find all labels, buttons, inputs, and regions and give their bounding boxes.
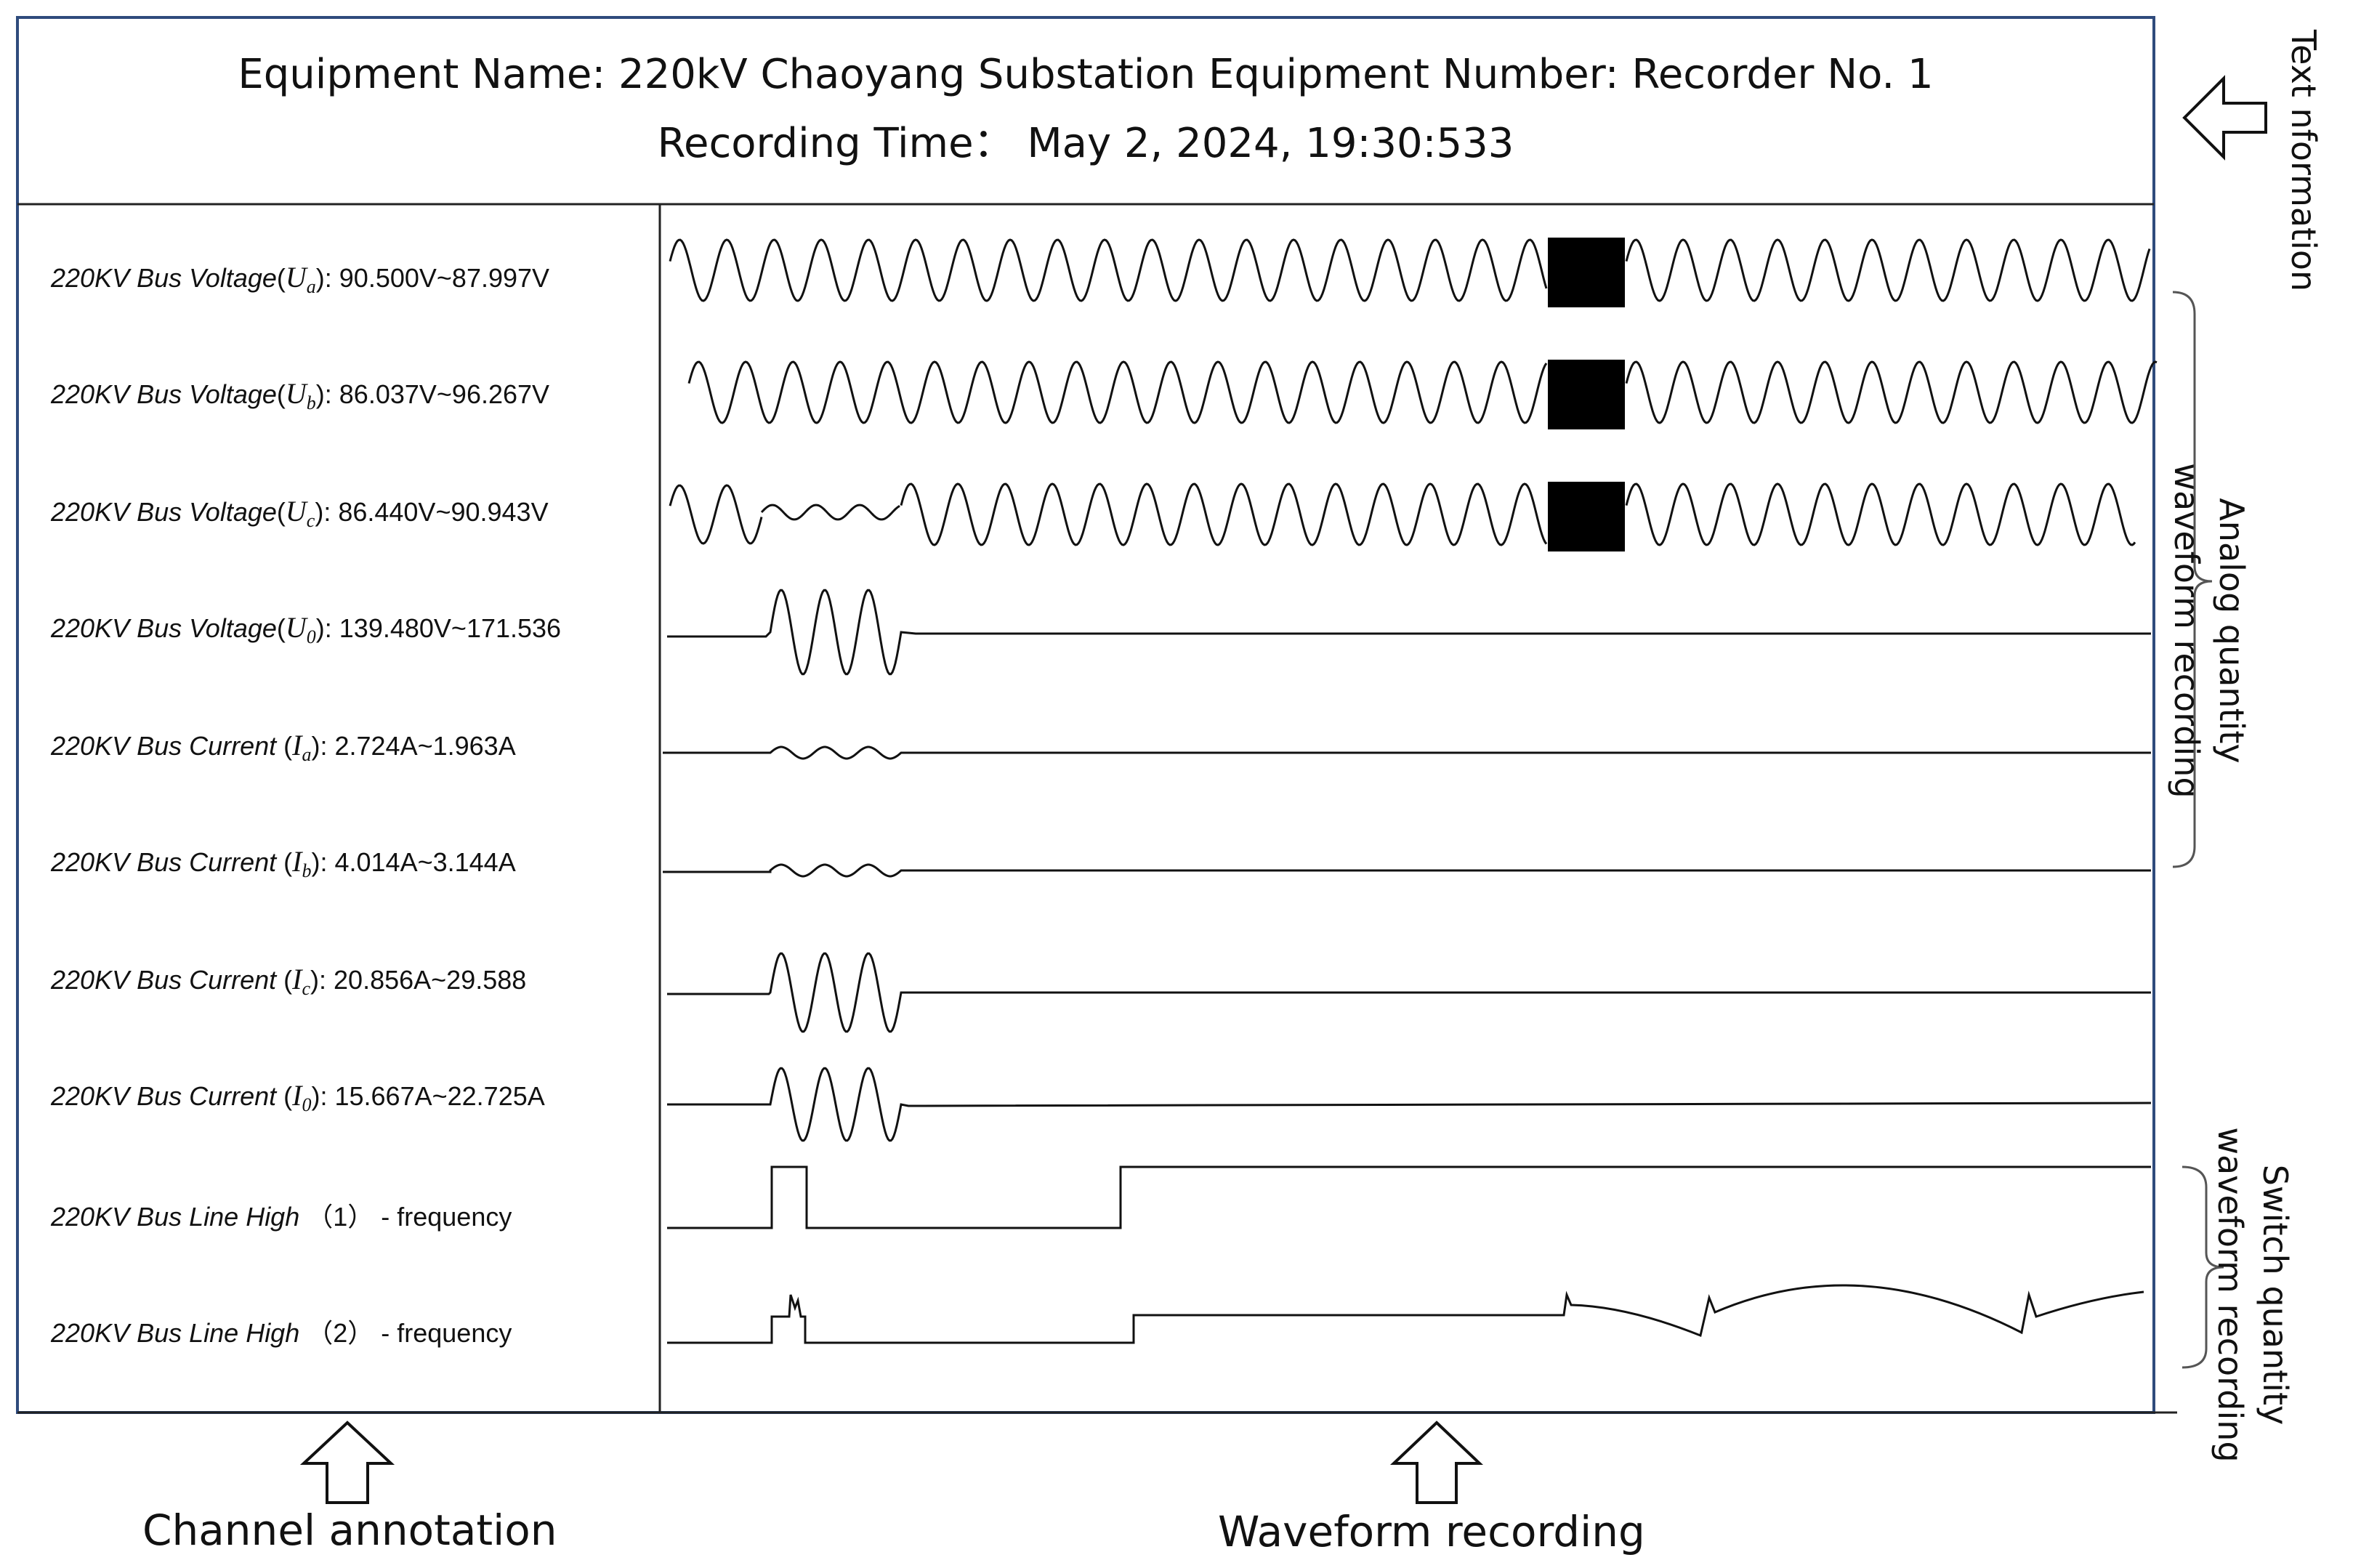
channel-range: （2） - frequency: [307, 1318, 512, 1348]
waveform-switch-1: [667, 1165, 2151, 1229]
channel-open-paren: (: [283, 965, 293, 995]
channel-subscript: a: [306, 276, 316, 297]
waveform-ub: [687, 360, 1548, 424]
channel-label: 220KV Bus Current (Ib): 4.014A~3.144A: [51, 844, 516, 882]
text-info-arrow-icon: [2182, 75, 2267, 161]
analog-recording-line1: Analog quantity: [2212, 498, 2251, 764]
channel-label: 220KV Bus Line High （2） - frequency: [51, 1312, 512, 1350]
waveform-recording-arrow-icon: [1389, 1421, 1484, 1504]
channel-open-paren: (: [276, 379, 286, 409]
channel-subscript: b: [306, 392, 316, 413]
waveform-u0: [667, 589, 2151, 676]
channel-symbol: I: [292, 729, 302, 761]
waveform-uc: [669, 484, 763, 545]
channel-name: 220KV Bus Voltage: [51, 379, 277, 409]
switch-recording-line2: waveform recording: [2211, 1127, 2250, 1463]
channel-label: 220KV Bus Voltage(Ub): 86.037V~96.267V: [51, 376, 549, 414]
analog-recording-line2: waveform recording: [2167, 463, 2206, 799]
channel-range: ): 86.440V~90.943V: [315, 497, 549, 527]
channel-open-paren: (: [283, 847, 293, 877]
marker-block: [1548, 238, 1625, 307]
channel-range: ): 86.037V~96.267V: [315, 379, 550, 409]
waveform-ia: [663, 745, 2151, 760]
channel-symbol: I: [292, 963, 302, 995]
channel-open-paren: (: [283, 1081, 293, 1111]
recording-time: Recording Time： May 2, 2024, 19:30:533: [657, 120, 1514, 167]
channel-name: 220KV Bus Current: [51, 1081, 284, 1111]
channel-name: 220KV Bus Line High: [51, 1202, 307, 1232]
channel-open-paren: (: [276, 497, 286, 527]
channel-open-paren: (: [283, 731, 293, 761]
channel-range: ): 139.480V~171.536: [315, 613, 562, 643]
channel-name: 220KV Bus Current: [51, 847, 284, 877]
channel-label: 220KV Bus Current (Ic): 20.856A~29.588: [51, 962, 526, 1000]
channel-name: 220KV Bus Voltage: [51, 497, 277, 527]
channel-open-paren: (: [276, 613, 286, 643]
channel-label: 220KV Bus Voltage(Uc): 86.440V~90.943V: [51, 494, 549, 532]
channel-annotation-label: Channel annotation: [142, 1506, 557, 1555]
switch-recording-line1: Switch quantity: [2256, 1164, 2295, 1426]
channel-symbol: I: [292, 845, 302, 878]
waveform-switch-2: [667, 1284, 2144, 1344]
channel-name: 220KV Bus Current: [51, 731, 284, 761]
equipment-title: Equipment Name: 220kV Chaoyang Substatio…: [238, 51, 1934, 98]
channel-subscript: 0: [302, 1094, 312, 1115]
waveform-ib: [663, 863, 2151, 878]
text-information-label: Text nformation: [2284, 29, 2323, 292]
channel-symbol: U: [285, 495, 307, 528]
waveform-ua: [1625, 238, 2151, 302]
waveform-uc: [900, 482, 1548, 546]
switch-brace: [2182, 1165, 2224, 1369]
channel-label: 220KV Bus Current (Ia): 2.724A~1.963A: [51, 728, 516, 766]
marker-block: [1548, 482, 1625, 551]
channel-range: （1） - frequency: [307, 1202, 512, 1232]
channel-subscript: c: [302, 978, 311, 999]
waveform-i0: [667, 1067, 2152, 1142]
channel-name: 220KV Bus Voltage: [51, 613, 277, 643]
channel-label: 220KV Bus Voltage(U0): 139.480V~171.536: [51, 610, 561, 648]
channel-subscript: b: [302, 860, 312, 881]
channel-symbol: U: [285, 261, 307, 294]
analog-brace: [2172, 291, 2213, 868]
channel-range: ): 15.667A~22.725A: [311, 1081, 545, 1111]
channel-subscript: 0: [306, 626, 316, 647]
channel-open-paren: (: [276, 263, 286, 293]
channel-label: 220KV Bus Voltage(Ua): 90.500V~87.997V: [51, 260, 549, 298]
waveform-area: [663, 238, 2158, 1344]
channel-symbol: I: [292, 1079, 302, 1112]
channel-subscript: c: [306, 510, 315, 531]
channel-range: ): 90.500V~87.997V: [315, 263, 550, 293]
waveform-uc: [1625, 482, 2136, 546]
channel-name: 220KV Bus Line High: [51, 1318, 307, 1348]
analog-recording-label: Analog quantity waveform recording: [2164, 456, 2254, 805]
channel-annotation-arrow-icon: [299, 1421, 395, 1504]
waveform-ub: [1625, 360, 2158, 424]
channel-name: 220KV Bus Voltage: [51, 263, 277, 293]
waveform-recording-label: Waveform recording: [1218, 1507, 1645, 1556]
waveform-ua: [669, 238, 1548, 302]
channel-label: 220KV Bus Current (I0): 15.667A~22.725A: [51, 1078, 545, 1116]
channel-name: 220KV Bus Current: [51, 965, 284, 995]
channel-subscript: a: [302, 744, 312, 765]
switch-recording-label: Switch quantity waveform recording: [2208, 1099, 2298, 1491]
channel-range: ): 4.014A~3.144A: [311, 847, 516, 877]
waveform-uc: [760, 504, 900, 521]
channel-symbol: U: [285, 611, 307, 644]
channel-label: 220KV Bus Line High （1） - frequency: [51, 1196, 512, 1234]
channel-symbol: U: [285, 377, 307, 410]
waveform-ic: [667, 952, 2151, 1033]
channel-range: ): 20.856A~29.588: [310, 965, 527, 995]
marker-block: [1548, 360, 1625, 429]
channel-range: ): 2.724A~1.963A: [311, 731, 516, 761]
